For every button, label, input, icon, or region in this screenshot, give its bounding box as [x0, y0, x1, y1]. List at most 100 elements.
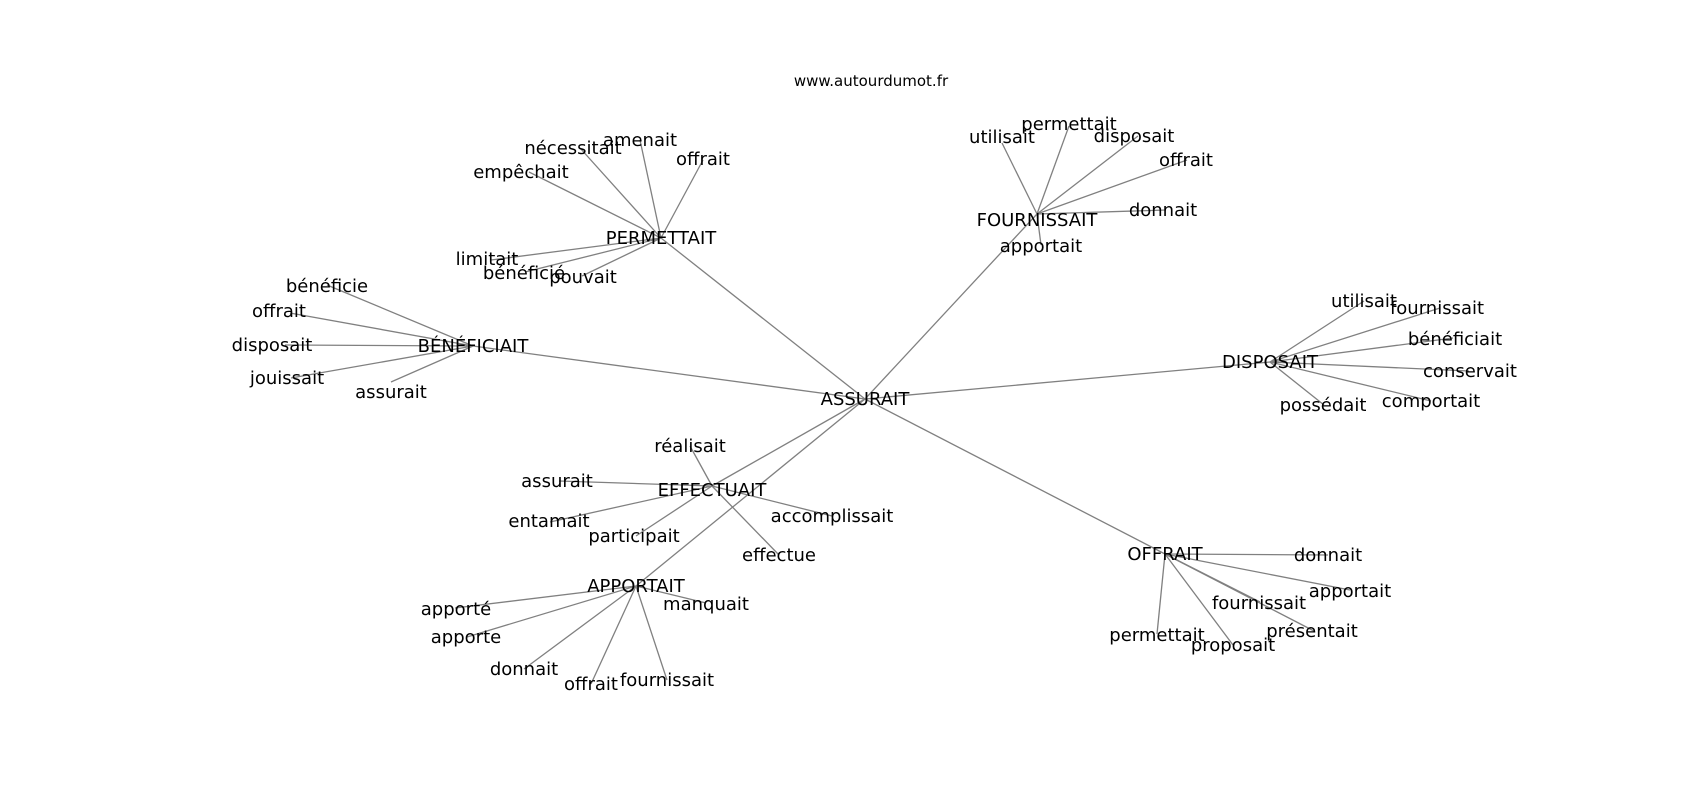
leaf-word[interactable]: apportait	[1000, 236, 1082, 257]
leaf-word[interactable]: comportait	[1382, 391, 1480, 412]
leaf-word[interactable]: disposait	[232, 335, 313, 356]
edge-fournissait-leaf-5	[1036, 213, 1042, 246]
edge-permettait-leaf-3	[528, 171, 662, 239]
leaf-word[interactable]: participait	[588, 526, 679, 547]
leaf-word[interactable]: assurait	[521, 471, 593, 492]
site-label: www.autourdumot.fr	[793, 72, 949, 90]
hub-word-apportait[interactable]: APPORTAIT	[587, 576, 686, 597]
edge-apportait-leaf-0	[454, 585, 637, 609]
leaf-word[interactable]: disposait	[1094, 126, 1175, 147]
leaf-word[interactable]: jouissait	[249, 368, 324, 389]
leaf-word[interactable]: nécessitait	[524, 138, 621, 159]
leaf-word[interactable]: réalisait	[654, 436, 726, 457]
hub-word-beneficiait[interactable]: BÉNÉFICIAIT	[418, 335, 530, 357]
edge-permettait-leaf-5	[524, 237, 662, 273]
edge-apportait-leaf-2	[523, 585, 637, 670]
edge-permettait-leaf-4	[490, 237, 662, 261]
edge-apportait-leaf-3	[590, 585, 637, 685]
edge-disposait-leaf-0	[1269, 300, 1365, 363]
edge-fournissait-leaf-3	[1036, 159, 1188, 215]
leaf-word[interactable]: offrait	[564, 674, 618, 695]
edge-fournissait-leaf-4	[1036, 209, 1167, 215]
edge-apportait-leaf-1	[466, 585, 637, 638]
edge-fournissait-leaf-2	[1036, 135, 1139, 215]
leaf-word[interactable]: entamait	[508, 511, 589, 532]
edge-permettait-leaf-1	[639, 139, 662, 239]
hub-word-effectuait[interactable]: EFFECTUAIT	[658, 480, 768, 501]
leaf-word[interactable]: amenait	[603, 130, 677, 151]
leaf-word[interactable]: donnait	[1294, 545, 1362, 566]
leaf-word[interactable]: offrait	[676, 149, 730, 170]
graph-edges	[284, 125, 1470, 685]
hub-word-fournissait[interactable]: FOURNISSAIT	[977, 210, 1099, 231]
leaf-word[interactable]: effectue	[742, 545, 816, 566]
edge-beneficiait-leaf-2	[284, 344, 474, 347]
edge-offrait-leaf-3	[1164, 553, 1315, 632]
leaf-word[interactable]: accomplissait	[771, 506, 894, 527]
edge-beneficiait-leaf-1	[289, 312, 474, 347]
leaf-word[interactable]: empêchait	[473, 162, 569, 183]
edge-fournissait-leaf-0	[1001, 142, 1038, 215]
edge-center-effectuait	[711, 398, 866, 487]
hub-word-offrait[interactable]: OFFRAIT	[1127, 544, 1203, 565]
edge-disposait-leaf-5	[1269, 361, 1325, 406]
leaf-word[interactable]: proposait	[1191, 635, 1275, 656]
leaf-word[interactable]: donnait	[490, 659, 558, 680]
center-word[interactable]: ASSURAIT	[821, 389, 911, 410]
edge-effectuait-leaf-1	[558, 480, 713, 487]
leaf-word[interactable]: fournissait	[620, 670, 714, 691]
leaf-word[interactable]: limitait	[456, 249, 519, 270]
edge-offrait-leaf-5	[1156, 553, 1166, 635]
edge-beneficiait-leaf-3	[290, 345, 474, 379]
leaf-word[interactable]: bénéficie	[286, 276, 368, 297]
leaf-word[interactable]: utilisait	[1331, 291, 1397, 312]
leaf-word[interactable]: permettait	[1109, 625, 1204, 646]
leaf-word[interactable]: fournissait	[1390, 298, 1484, 319]
edge-center-beneficiait	[472, 345, 866, 400]
edge-effectuait-leaf-5	[711, 485, 833, 517]
edge-center-offrait	[864, 398, 1166, 555]
leaf-word[interactable]: permettait	[1021, 114, 1116, 135]
leaf-word[interactable]: possédait	[1280, 395, 1367, 416]
leaf-word[interactable]: offrait	[1159, 150, 1213, 171]
edge-center-fournissait	[864, 213, 1038, 400]
leaf-word[interactable]: conservait	[1423, 361, 1517, 382]
hub-word-disposait[interactable]: DISPOSAIT	[1222, 352, 1319, 373]
edge-offrait-leaf-4	[1164, 553, 1234, 646]
edge-offrait-leaf-1	[1164, 553, 1351, 591]
graph-labels: offraitamenaitnécessitaitempêchaitlimita…	[232, 114, 1517, 695]
edge-beneficiait-leaf-0	[326, 284, 474, 347]
edge-apportait-leaf-5	[635, 585, 707, 604]
leaf-word[interactable]: fournissait	[1212, 593, 1306, 614]
leaf-word[interactable]: manquait	[663, 594, 749, 615]
hub-word-permettait[interactable]: PERMETTAIT	[606, 228, 718, 249]
edge-disposait-leaf-3	[1269, 361, 1470, 372]
leaf-word[interactable]: apporté	[421, 599, 491, 620]
leaf-word[interactable]: bénéficié	[483, 263, 565, 284]
edge-center-permettait	[660, 237, 866, 400]
edge-effectuait-leaf-3	[635, 485, 713, 537]
leaf-word[interactable]: apportait	[1309, 581, 1391, 602]
leaf-word[interactable]: présentait	[1266, 621, 1358, 642]
edge-permettait-leaf-0	[660, 159, 704, 239]
edge-disposait-leaf-4	[1269, 361, 1432, 402]
edge-effectuait-leaf-2	[549, 485, 713, 523]
leaf-word[interactable]: bénéficiait	[1408, 329, 1502, 350]
edge-beneficiait-leaf-4	[390, 345, 474, 383]
leaf-word[interactable]: apporte	[431, 627, 501, 648]
edge-fournissait-leaf-1	[1036, 125, 1070, 215]
leaf-word[interactable]: assurait	[355, 382, 427, 403]
leaf-word[interactable]: pouvait	[549, 267, 617, 288]
leaf-word[interactable]: donnait	[1129, 200, 1197, 221]
edge-center-disposait	[864, 361, 1271, 400]
edge-permettait-leaf-2	[579, 147, 662, 239]
edge-disposait-leaf-1	[1269, 307, 1441, 363]
edge-permettait-leaf-6	[581, 237, 662, 277]
leaf-word[interactable]: offrait	[252, 301, 306, 322]
edge-effectuait-leaf-0	[689, 445, 713, 487]
edge-offrait-leaf-0	[1164, 553, 1329, 556]
leaf-word[interactable]: utilisait	[969, 127, 1035, 148]
edge-center-apportait	[635, 398, 866, 587]
edge-apportait-leaf-4	[635, 585, 668, 681]
